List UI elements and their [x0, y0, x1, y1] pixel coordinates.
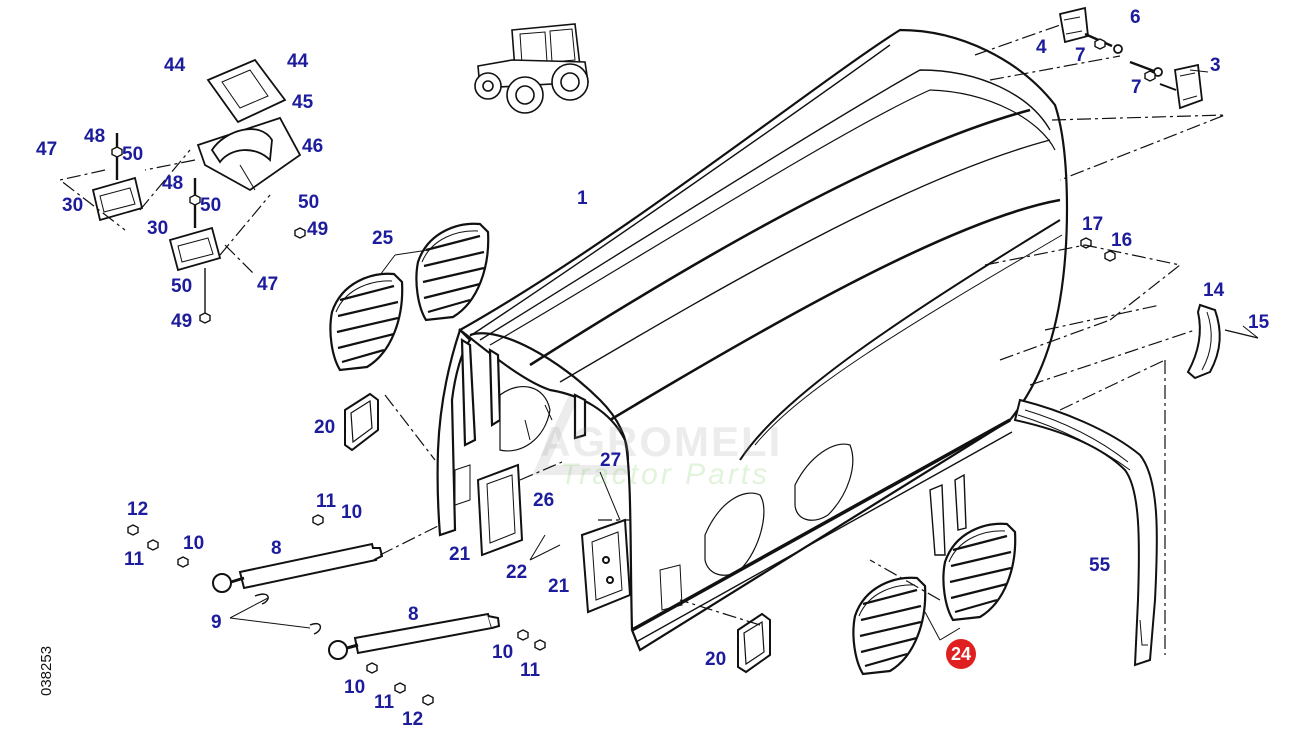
- callout-50[interactable]: 50: [298, 192, 320, 213]
- callout-49[interactable]: 49: [307, 219, 329, 240]
- side-trim-strip: [1013, 398, 1158, 667]
- leader-lines: [58, 24, 1226, 655]
- callout-21[interactable]: 21: [548, 576, 570, 597]
- pointer-lines: [229, 69, 1259, 641]
- callout-27[interactable]: 27: [600, 450, 622, 471]
- callout-6[interactable]: 6: [1130, 7, 1141, 28]
- callout-26[interactable]: 26: [533, 490, 555, 511]
- watermark-brand: AGROMELI: [540, 418, 783, 465]
- callout-3[interactable]: 3: [1210, 55, 1221, 76]
- callout-50[interactable]: 50: [122, 144, 144, 165]
- hinge-assembly: [1058, 6, 1203, 110]
- callout-48[interactable]: 48: [84, 126, 106, 147]
- callout-50[interactable]: 50: [200, 195, 222, 216]
- callout-20[interactable]: 20: [314, 417, 336, 438]
- callout-10[interactable]: 10: [183, 533, 205, 554]
- callout-8[interactable]: 8: [271, 538, 282, 559]
- callout-10[interactable]: 10: [341, 502, 363, 523]
- gas-struts: [212, 542, 501, 660]
- handle-part: [1186, 303, 1259, 380]
- callout-1[interactable]: 1: [577, 188, 588, 209]
- callout-44[interactable]: 44: [287, 51, 309, 72]
- callout-10[interactable]: 10: [492, 642, 514, 663]
- callout-24-highlighted[interactable]: 24: [946, 639, 976, 669]
- callout-12[interactable]: 12: [402, 709, 424, 730]
- callout-7[interactable]: 7: [1075, 45, 1086, 66]
- callout-47[interactable]: 47: [257, 274, 279, 295]
- callout-46[interactable]: 46: [302, 136, 324, 157]
- callout-55[interactable]: 55: [1089, 555, 1111, 576]
- callout-49[interactable]: 49: [171, 311, 193, 332]
- callout-7[interactable]: 7: [1131, 77, 1142, 98]
- callout-14[interactable]: 14: [1203, 280, 1225, 301]
- watermark-subtitle: Tractor Parts: [560, 458, 771, 491]
- callout-15[interactable]: 15: [1248, 312, 1270, 333]
- mount-bracket-assembly: [91, 58, 302, 318]
- callout-48[interactable]: 48: [162, 173, 184, 194]
- callout-50[interactable]: 50: [171, 276, 193, 297]
- callout-11[interactable]: 11: [316, 491, 337, 512]
- callout-47[interactable]: 47: [36, 139, 58, 160]
- callout-45[interactable]: 45: [292, 92, 314, 113]
- callout-10[interactable]: 10: [344, 677, 366, 698]
- callout-16[interactable]: 16: [1111, 230, 1133, 251]
- callout-11[interactable]: 11: [520, 660, 541, 681]
- tractor-thumbnail: [474, 23, 589, 114]
- callout-30[interactable]: 30: [147, 218, 169, 239]
- callout-20[interactable]: 20: [705, 649, 727, 670]
- callout-21[interactable]: 21: [449, 544, 471, 565]
- callout-11[interactable]: 11: [374, 692, 395, 713]
- cover-plates: [476, 463, 632, 614]
- callout-12[interactable]: 12: [127, 499, 149, 520]
- callout-30[interactable]: 30: [62, 195, 84, 216]
- callout-22[interactable]: 22: [506, 562, 528, 583]
- callout-9[interactable]: 9: [211, 612, 222, 633]
- callout-17[interactable]: 17: [1082, 214, 1104, 235]
- drawing-reference-number: 038253: [38, 645, 55, 696]
- engine-hood: [436, 28, 1069, 652]
- callout-44[interactable]: 44: [164, 55, 186, 76]
- gasket-frames: [344, 392, 771, 674]
- callout-11[interactable]: 11: [124, 549, 145, 570]
- callout-4[interactable]: 4: [1036, 37, 1047, 58]
- callout-25[interactable]: 25: [372, 228, 394, 249]
- callout-8[interactable]: 8: [408, 604, 419, 625]
